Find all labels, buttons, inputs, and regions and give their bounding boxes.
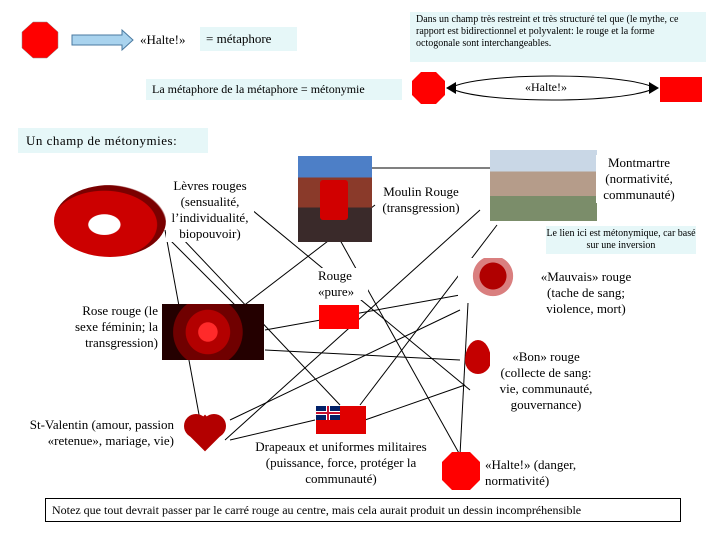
myth-note: Dans un champ très restreint et très str… (410, 12, 706, 62)
inversion-note: Le lien ici est métonymique, car basé su… (546, 226, 696, 254)
uk-flag-icon (316, 406, 366, 434)
link-stvalentin-mauvais (230, 310, 460, 420)
node-rouge-pure: Rouge «pure» (318, 268, 368, 300)
halte-right-label: «Halte!» (525, 80, 567, 95)
link-stvalentin-drapeaux (230, 420, 315, 440)
node-levres: Lèvres rouges (sensualité, l’individuali… (166, 178, 254, 242)
metonymy-definition: La métaphore de la métaphore = métonymie (146, 79, 402, 100)
field-title: Un champ de métonymies: (18, 128, 208, 153)
montmartre-image (490, 150, 597, 221)
link-drapeaux-bon (365, 385, 465, 420)
red-lips-image (54, 185, 166, 257)
metaphor-label: = métaphore (200, 27, 297, 51)
moulin-sign-icon (320, 180, 348, 220)
footer-note: Notez que tout devrait passer par le car… (45, 498, 681, 522)
node-bon: «Bon» rouge (collecte de sang: vie, comm… (490, 349, 602, 413)
blood-drop-icon (465, 340, 491, 374)
blood-stain-image (458, 258, 528, 303)
link-montmartre-drapeaux (360, 225, 497, 405)
node-moulin: Moulin Rouge (transgression) (376, 184, 466, 216)
node-stvalentin: St-Valentin (amour, passion «retenue», m… (16, 417, 174, 449)
heart-icon (180, 410, 230, 466)
node-mauvais: «Mauvais» rouge (tache de sang; violence… (530, 269, 642, 317)
node-drapeaux: Drapeaux et uniformes militaires (puissa… (246, 439, 436, 487)
node-rose: Rose rouge (le sexe féminin; la transgre… (56, 303, 158, 351)
red-rose-image (162, 304, 264, 360)
halte-label: «Halte!» (140, 32, 185, 48)
node-montmartre: Montmartre (normativité, communauté) (596, 155, 682, 203)
node-halte-danger: «Halte!» (danger, normativité) (485, 457, 585, 489)
link-rose-bon (265, 350, 460, 360)
